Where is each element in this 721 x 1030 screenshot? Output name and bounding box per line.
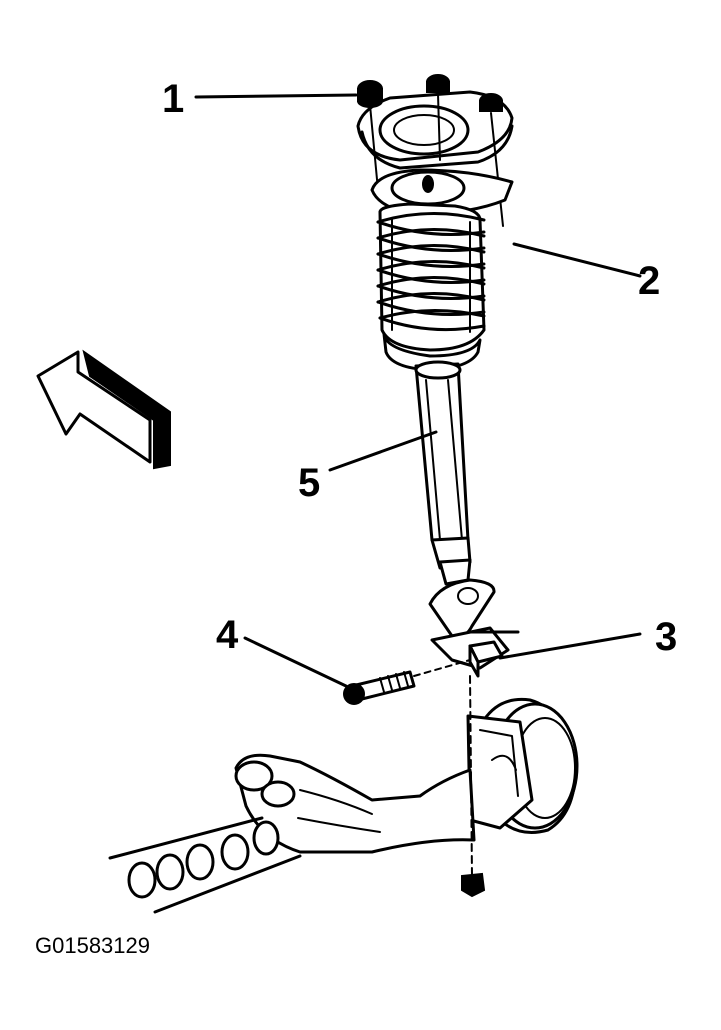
callout-1: 1 xyxy=(162,77,184,121)
figure-id: G01583129 xyxy=(35,933,150,958)
leader-line xyxy=(194,93,358,99)
bracket-nut xyxy=(468,640,504,678)
leader-line xyxy=(498,632,642,660)
callout-5: 5 xyxy=(298,461,320,505)
rear-axle-assembly xyxy=(108,697,579,914)
callout-2: 2 xyxy=(638,259,660,303)
forward-arrow-icon xyxy=(36,349,171,470)
lower-spring-seat xyxy=(382,332,482,372)
coil-spring xyxy=(376,202,486,352)
leader-line xyxy=(328,430,438,472)
mount-nut xyxy=(357,80,383,108)
upper-strut-mount xyxy=(356,90,514,170)
mount-nut xyxy=(426,74,450,93)
strut-body xyxy=(414,360,472,586)
strut-bolt xyxy=(343,659,471,705)
leader-line xyxy=(243,636,348,688)
mount-nut xyxy=(479,93,503,112)
leader-line xyxy=(512,242,642,278)
lower-mount-bolt xyxy=(461,675,486,898)
callout-4: 4 xyxy=(216,613,239,657)
callout-3: 3 xyxy=(655,615,677,659)
